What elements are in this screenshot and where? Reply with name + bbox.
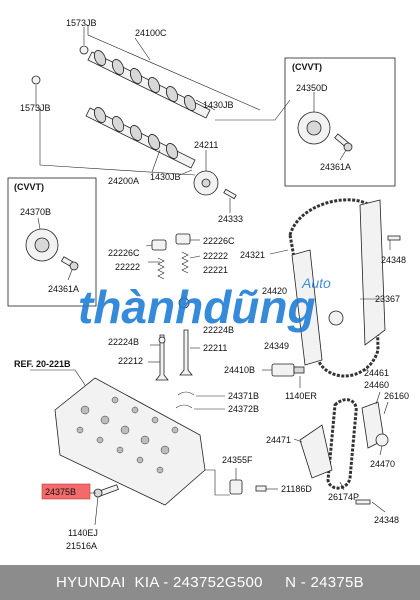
label-24461: 24461	[364, 368, 389, 378]
label-24371b: 24371B	[228, 391, 259, 401]
watermark: thànhdũng Auto	[78, 275, 331, 333]
label-24100c: 24100C	[135, 28, 167, 38]
bearing-cap-top	[79, 45, 89, 55]
label-24460: 24460	[364, 380, 389, 390]
label-1430jb-top: 1430JB	[203, 100, 234, 110]
label-24348-top: 24348	[381, 255, 406, 265]
label-26160: 26160	[384, 391, 409, 401]
cvvt-bolt-right	[334, 133, 353, 152]
valve-tappet-left	[151, 239, 167, 251]
cvvt-unit-left	[25, 228, 59, 262]
oil-pump-chain-guide	[299, 424, 333, 479]
cvvt-box-left	[7, 177, 97, 307]
label-22222-left: 22222	[115, 262, 140, 272]
leader-lines	[30, 27, 391, 526]
label-24410b: 24410B	[224, 365, 255, 375]
label-1140ej: 1140EJ	[68, 528, 98, 538]
label-22221: 22221	[203, 265, 228, 275]
label-1430jb-bot: 1430JB	[150, 172, 181, 182]
label-24470: 24470	[370, 459, 395, 469]
label-24355f: 24355F	[222, 455, 253, 465]
valves	[155, 329, 193, 381]
label-24200a: 24200A	[108, 176, 139, 186]
ref-label: REF. 20-221B	[14, 359, 71, 369]
label-22224b-left: 22224B	[108, 337, 139, 347]
cylinder-head	[54, 377, 206, 506]
camshaft-exhaust	[85, 107, 196, 169]
camshaft-intake	[87, 50, 211, 119]
label-21516a: 21516A	[66, 541, 97, 551]
label-22222-right: 22222	[203, 251, 228, 261]
label-24361a-left: 24361A	[48, 284, 79, 294]
label-24370b: 24370B	[20, 207, 51, 217]
cvvt-bolt-left	[60, 256, 79, 271]
cvvt-unit-right	[297, 111, 331, 145]
cam-sensor	[229, 479, 267, 495]
label-22226c-left: 22226C	[108, 248, 140, 258]
label-24350d: 24350D	[296, 83, 328, 93]
label-24211: 24211	[194, 140, 218, 150]
chain-tensioner-arm	[291, 249, 323, 366]
guide-bolt	[387, 235, 401, 241]
label-24361a-right: 24361A	[320, 162, 351, 172]
oil-pump-bolt	[355, 499, 371, 505]
label-1573jb-left: 1573JB	[20, 103, 51, 113]
label-1140er: 1140ER	[285, 391, 317, 401]
sprocket-bolt	[223, 188, 237, 200]
engine-timing-parts-diagram: thànhdũng Auto (CVVT) (CVVT) REF. 20-221…	[7, 18, 409, 551]
part-number-footer: HYUNDAI KIA - 243752G500 N - 24375B	[0, 565, 420, 600]
label-21186d: 21186D	[281, 484, 312, 494]
label-24420: 24420	[262, 286, 287, 296]
bearing-cap-left	[31, 75, 41, 85]
label-22212: 22212	[118, 356, 143, 366]
label-24375b: 24375B	[45, 487, 76, 497]
highlight-box	[41, 483, 91, 500]
exhaust-cam-sprocket	[193, 170, 219, 196]
oil-pump-chain	[326, 398, 358, 490]
part-labels: 1573JB 24100C 1573JB 1430JB 24200A 1430J…	[20, 18, 409, 551]
label-24348-bot: 24348	[374, 515, 399, 525]
label-24372b: 24372B	[228, 404, 259, 414]
watermark-main-text: thànhdũng	[78, 281, 316, 333]
watermark-small-text: Auto	[301, 275, 331, 291]
label-22226c-right: 22226C	[203, 236, 235, 246]
valve-springs	[157, 251, 190, 309]
cvvt-box-right	[284, 57, 396, 187]
label-24349: 24349	[264, 341, 289, 351]
chain-guide-right	[359, 199, 386, 346]
label-24471: 24471	[266, 435, 291, 445]
label-24333: 24333	[218, 214, 243, 224]
label-23367: 23367	[375, 294, 400, 304]
crank-sprocket	[328, 310, 344, 326]
label-26174p: 26174P	[328, 492, 359, 502]
seal-parts	[175, 391, 195, 409]
cvvt-right-title: (CVVT)	[292, 62, 322, 72]
valve-tappet-right	[175, 233, 191, 245]
footer-text: HYUNDAI KIA - 243752G500 N - 24375B	[56, 574, 364, 591]
chain-tensioner	[271, 363, 305, 377]
oil-pump-tensioner	[361, 401, 389, 449]
cvvt-left-title: (CVVT)	[14, 182, 44, 192]
label-1573jb-top: 1573JB	[66, 18, 97, 28]
label-24321: 24321	[240, 250, 265, 260]
label-22224b-right: 22224B	[203, 325, 234, 335]
head-bolt-24375b	[93, 484, 119, 498]
label-22211: 22211	[203, 343, 227, 353]
